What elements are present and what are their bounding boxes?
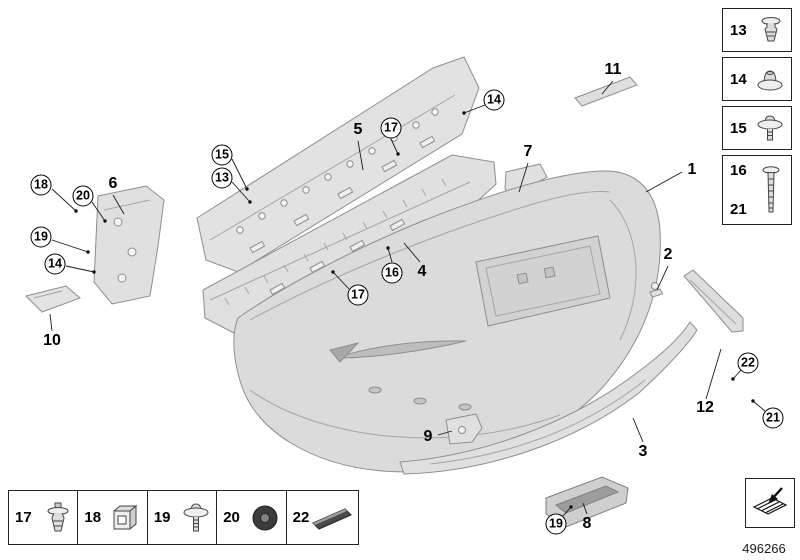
callout-22[interactable]: 22 xyxy=(737,352,759,374)
fastener-number: 21 xyxy=(730,201,747,218)
fastener-legend: 17 18 xyxy=(8,490,359,545)
fastener-box-22[interactable]: 22 xyxy=(285,490,359,545)
plastic-nut-icon xyxy=(756,64,784,94)
fastener-box-13[interactable]: 13 xyxy=(722,8,792,52)
fastener-box-20[interactable]: 20 xyxy=(216,490,288,545)
leader-lines xyxy=(49,80,766,518)
fastener-number: 16 xyxy=(730,162,747,179)
callout-14[interactable]: 14 xyxy=(44,253,66,275)
fastener-number: 15 xyxy=(730,119,747,137)
callout-17[interactable]: 17 xyxy=(347,284,369,306)
washer-screw-icon xyxy=(756,112,784,144)
fastener-number: 13 xyxy=(730,21,747,39)
callout-17[interactable]: 17 xyxy=(380,117,402,139)
fastener-panel: 13 14 15 xyxy=(722,8,792,225)
callout-19[interactable]: 19 xyxy=(30,226,52,248)
fastener-number: 14 xyxy=(730,70,747,88)
callout-21[interactable]: 21 xyxy=(762,407,784,429)
callout-16[interactable]: 16 xyxy=(381,262,403,284)
part-10-guide[interactable] xyxy=(25,285,81,313)
fastener-number: 19 xyxy=(153,509,171,526)
callout-13[interactable]: 13 xyxy=(211,167,233,189)
expanding-rivet-icon xyxy=(758,13,784,47)
callout-8[interactable]: 8 xyxy=(582,515,592,532)
callout-14[interactable]: 14 xyxy=(483,89,505,111)
leader-dots xyxy=(74,111,755,509)
fastener-box-15[interactable]: 15 xyxy=(722,106,792,150)
callout-11[interactable]: 11 xyxy=(604,61,622,78)
callout-2[interactable]: 2 xyxy=(663,246,673,263)
expanding-rivet-pin-icon xyxy=(44,500,72,536)
overview-nav-button[interactable] xyxy=(745,478,795,528)
callout-18[interactable]: 18 xyxy=(30,174,52,196)
part-2-clip[interactable] xyxy=(649,282,664,298)
foam-pad-icon xyxy=(309,502,355,534)
washer-screw-icon xyxy=(181,501,211,535)
overview-arrow-icon xyxy=(751,485,789,521)
callout-10[interactable]: 10 xyxy=(43,332,61,349)
clip-nut-icon xyxy=(109,502,141,534)
callout-9[interactable]: 9 xyxy=(423,428,433,445)
fastener-box-14[interactable]: 14 xyxy=(722,57,792,101)
fastener-number: 18 xyxy=(84,509,102,526)
fastener-number: 20 xyxy=(223,509,240,526)
fastener-number: 22 xyxy=(292,509,310,526)
callout-12[interactable]: 12 xyxy=(696,399,714,416)
part-5-impact-bar[interactable] xyxy=(196,56,480,273)
callout-6[interactable]: 6 xyxy=(108,175,118,192)
diagram-part-number: 496266 xyxy=(742,541,786,556)
callout-3[interactable]: 3 xyxy=(638,443,648,460)
fastener-number: 17 xyxy=(15,509,32,526)
callout-1[interactable]: 1 xyxy=(687,161,697,178)
countersunk-screw-icon xyxy=(758,162,784,218)
part-1-bumper-cover[interactable] xyxy=(233,170,661,473)
part-6-side-bracket[interactable] xyxy=(93,185,165,305)
callout-20[interactable]: 20 xyxy=(72,185,94,207)
part-12-side-strip[interactable] xyxy=(683,269,744,333)
part-3-lower-trim[interactable] xyxy=(399,321,698,475)
callout-5[interactable]: 5 xyxy=(353,121,363,138)
callout-7[interactable]: 7 xyxy=(523,143,533,160)
part-9-bracket[interactable] xyxy=(445,413,483,445)
fastener-box-19[interactable]: 19 xyxy=(146,490,218,545)
part-11-trim-strip[interactable] xyxy=(574,76,638,107)
fastener-box-17[interactable]: 17 xyxy=(8,490,79,545)
callout-19[interactable]: 19 xyxy=(545,513,567,535)
callout-4[interactable]: 4 xyxy=(417,263,427,280)
fastener-box-18[interactable]: 18 xyxy=(77,490,149,545)
fastener-box-16-21[interactable]: 16 21 xyxy=(722,155,792,225)
part-4-carrier[interactable] xyxy=(202,154,497,335)
grommet-icon xyxy=(250,503,280,533)
callout-15[interactable]: 15 xyxy=(211,144,233,166)
